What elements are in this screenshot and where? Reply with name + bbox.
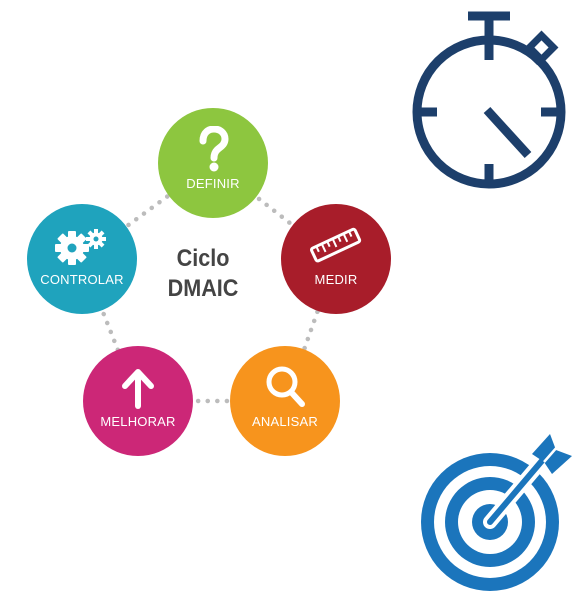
step-analisar-label: ANALISAR (252, 414, 318, 429)
gears-icon (55, 229, 106, 265)
step-controlar-label: CONTROLAR (40, 272, 124, 287)
magnifier-icon (266, 366, 305, 407)
step-controlar: CONTROLAR (27, 204, 137, 314)
step-definir: DEFINIR (158, 108, 268, 218)
step-melhorar-label: MELHORAR (100, 414, 176, 429)
step-medir-label: MEDIR (314, 272, 358, 287)
center-title-line2: DMAIC (167, 275, 239, 302)
target-icon (421, 434, 572, 591)
step-definir-label: DEFINIR (186, 176, 240, 191)
center-title-line1: Ciclo (176, 245, 230, 272)
question-mark-icon (199, 126, 229, 172)
stopwatch-icon (412, 11, 566, 189)
step-medir: MEDIR (281, 204, 391, 314)
center-title: Ciclo DMAIC (154, 244, 253, 304)
arrow-up-icon (122, 369, 154, 409)
step-analisar: ANALISAR (230, 346, 340, 456)
step-melhorar: MELHORAR (83, 346, 193, 456)
ruler-icon (310, 227, 362, 263)
